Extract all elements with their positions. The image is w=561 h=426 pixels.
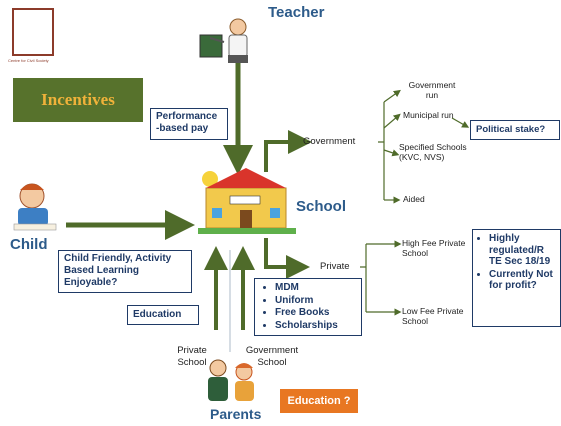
parents-illustration [208, 359, 254, 401]
political-stake-box: Political stake? [470, 120, 560, 140]
high-fee-label: High Fee Private School [402, 238, 466, 258]
teacher-label: Teacher [268, 4, 325, 21]
education-question-badge: Education ? [280, 389, 358, 413]
private-note: Highly regulated/R TE Sec 18/19 [489, 233, 556, 268]
arrow-school-government [264, 130, 312, 172]
aided-label: Aided [403, 194, 425, 204]
municipal-run-label: Municipal run [403, 110, 454, 120]
child-illustration [13, 183, 57, 231]
logo-caption: Centre for Civil Society [8, 58, 49, 63]
schemes-box: MDM Uniform Free Books Scholarships [254, 278, 362, 336]
logo [12, 8, 54, 56]
government-school-label: Government School [245, 345, 299, 368]
child-friendly-box: Child Friendly, Activity Based Learning … [58, 250, 192, 293]
parents-label: Parents [210, 406, 262, 422]
private-bracket [360, 244, 367, 312]
education-box: Education [127, 305, 199, 325]
scheme-item: MDM [275, 282, 353, 295]
scheme-item: Free Books [275, 307, 353, 320]
scheme-item: Uniform [275, 295, 353, 308]
private-notes-box: Highly regulated/R TE Sec 18/19 Currentl… [472, 229, 561, 327]
teacher-illustration [199, 18, 248, 63]
incentives-banner: Incentives [13, 78, 143, 122]
school-label: School [296, 198, 347, 215]
government-label: Government [303, 136, 356, 147]
low-fee-label: Low Fee Private School [402, 306, 464, 326]
school-illustration [198, 168, 296, 234]
scheme-item: Scholarships [275, 320, 353, 333]
gov-run-label: Government run [408, 80, 456, 100]
private-school-label: Private School [177, 345, 207, 368]
specified-schools-label: Specified Schools (KVC, NVS) [399, 142, 467, 162]
private-note: Currently Not for profit? [489, 269, 556, 292]
private-label: Private [320, 261, 350, 272]
arrow-school-private [264, 238, 310, 279]
government-bracket [378, 102, 385, 200]
performance-pay-box: Performance -based pay [150, 108, 228, 140]
child-label: Child [10, 236, 48, 253]
